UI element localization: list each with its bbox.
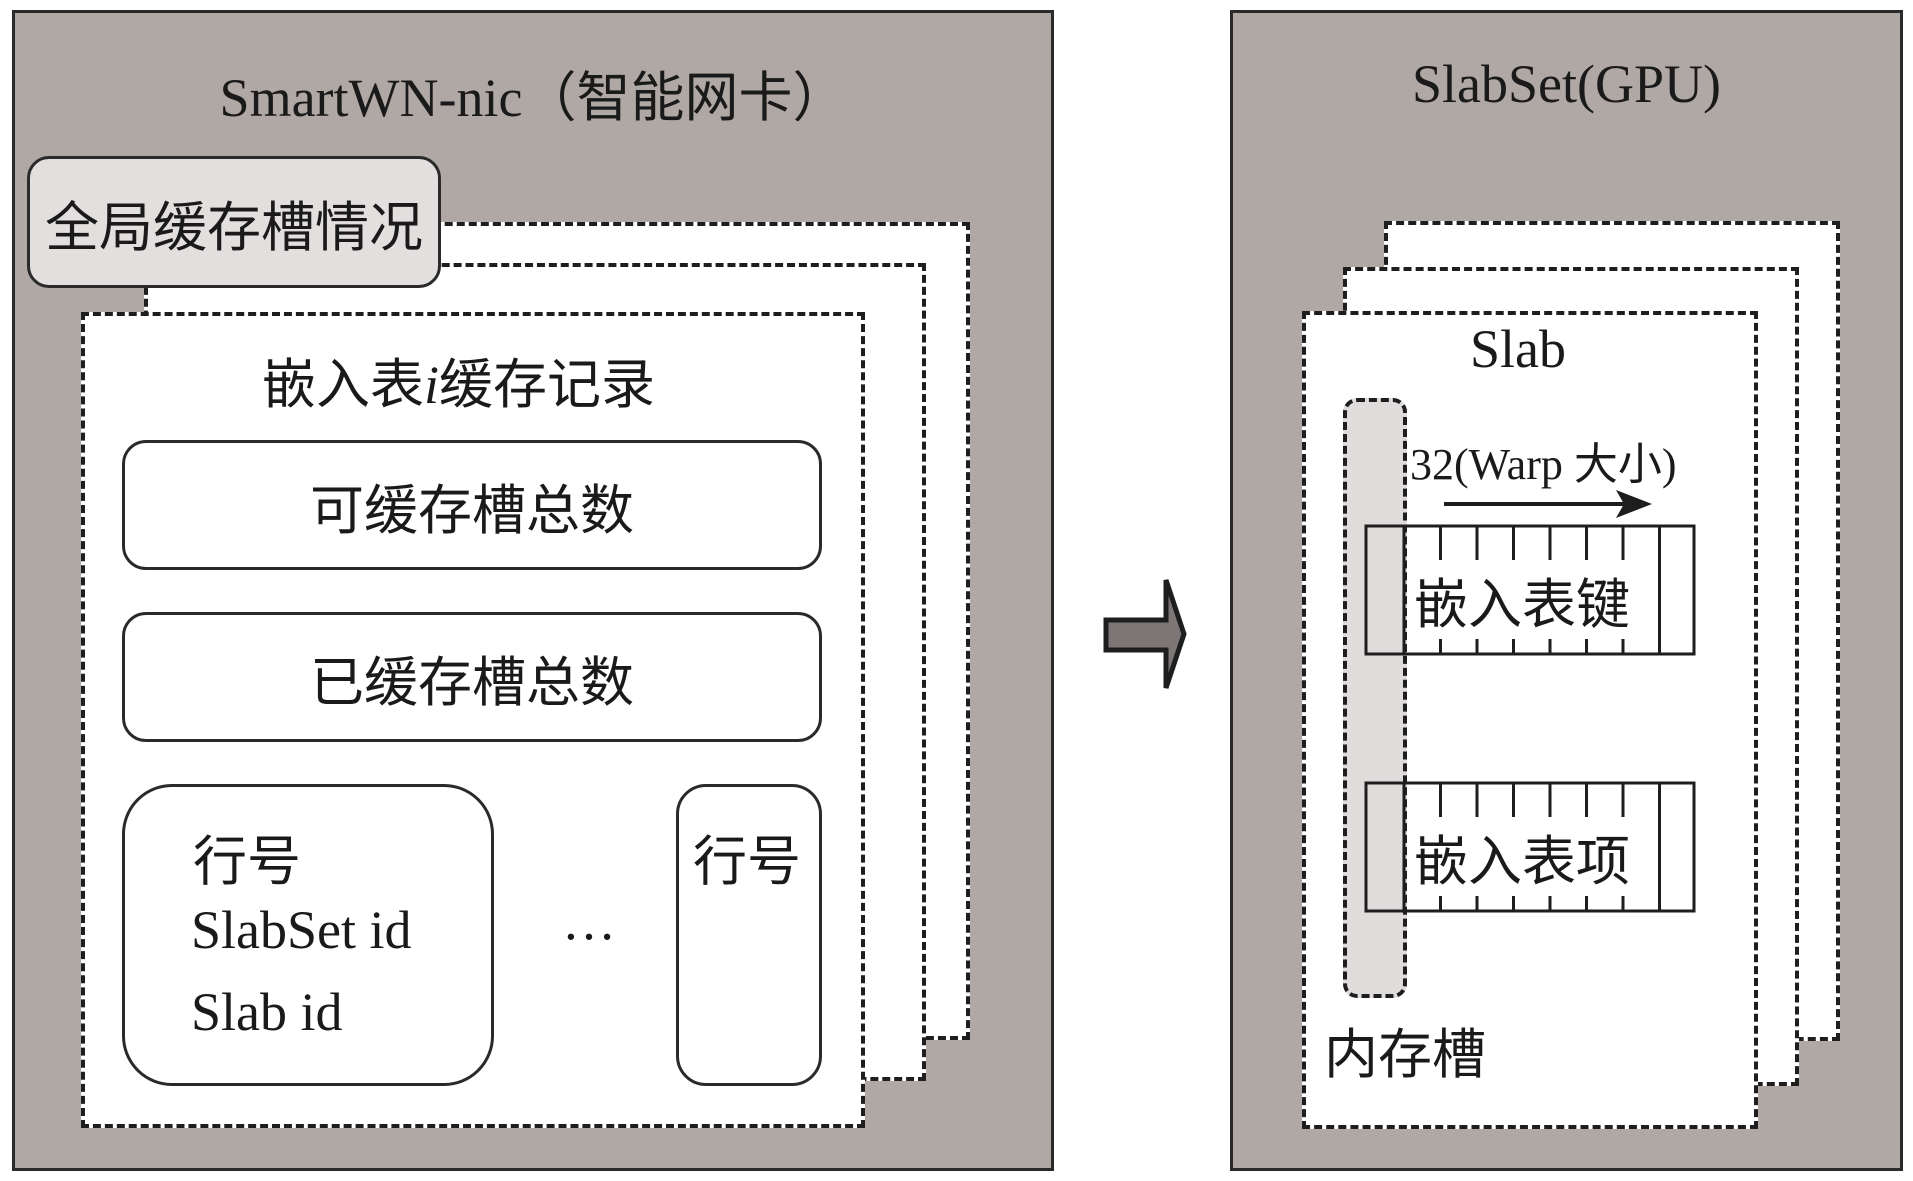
slabset-title: SlabSet(GPU) (1412, 54, 1721, 114)
record-title: 嵌入表i缓存记录 (262, 340, 655, 419)
row-entry-box: 行号 SlabSet id Slab id (122, 784, 494, 1086)
row-outline (1364, 781, 1696, 913)
row-outline (1364, 524, 1696, 656)
warp-size-label: 32(Warp 大小) (1410, 440, 1677, 489)
cached-slot-total-box: 已缓存槽总数 (122, 612, 822, 742)
slab-id-label: Slab id (191, 982, 343, 1042)
right-arrow-icon (1103, 579, 1187, 689)
slabset-id-label: SlabSet id (191, 900, 412, 960)
cacheable-slot-total-label: 可缓存槽总数 (310, 478, 634, 542)
embedding-key-label: 嵌入表键 (1412, 560, 1632, 639)
slot-overlap-cell (1366, 526, 1404, 654)
cacheable-slot-total-box: 可缓存槽总数 (122, 440, 822, 570)
global-cache-slot-label: 全局缓存槽情况 (45, 195, 423, 259)
embedding-value-row: 嵌入表项 (1364, 781, 1696, 913)
cached-slot-total-label: 已缓存槽总数 (310, 650, 634, 714)
right-arrow-shape (1103, 579, 1187, 689)
embedding-key-row: 嵌入表键 (1364, 524, 1696, 656)
record-title-index: i (424, 355, 440, 415)
row-number-last-label: 行号 (693, 830, 801, 893)
memory-slot-label: 内存槽 (1324, 1023, 1486, 1086)
record-title-post: 缓存记录 (439, 353, 656, 416)
record-title-pre: 嵌入表 (262, 353, 424, 416)
slot-overlap-cell (1366, 783, 1404, 911)
ellipsis: … (562, 891, 616, 951)
row-number-label: 行号 (193, 830, 301, 893)
global-cache-slot-badge: 全局缓存槽情况 (27, 156, 441, 288)
smartnic-title: SmartWN-nic（智能网卡） (219, 68, 847, 128)
slab-title: Slab (1470, 319, 1567, 379)
warp-direction-arrow-icon (1444, 490, 1652, 518)
row-entry-last-box: 行号 (676, 784, 822, 1086)
embedding-value-label: 嵌入表项 (1412, 817, 1632, 896)
